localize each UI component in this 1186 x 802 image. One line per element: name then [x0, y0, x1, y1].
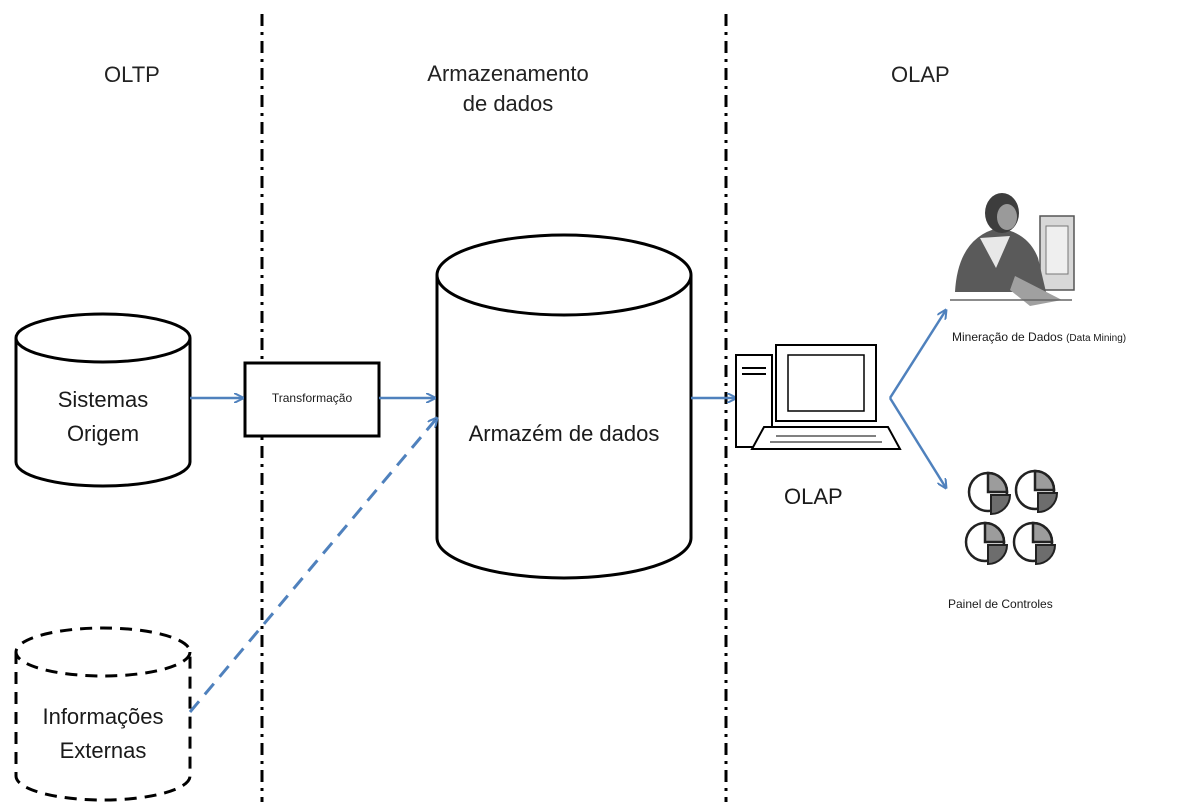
arrow-external-to-warehouse [188, 418, 437, 713]
arrow-olap-to-mining [888, 310, 946, 399]
section-olap-heading: OLAP [891, 62, 950, 87]
transform-label: Transformação [271, 391, 353, 405]
source-systems-label: Sistemas Origem [16, 383, 190, 451]
source-systems-line1: Sistemas [57, 387, 149, 412]
person-at-computer-icon [950, 193, 1075, 306]
section-storage-line1: Armazenamento [427, 61, 589, 86]
transform-box [243, 361, 381, 438]
computer-icon [735, 344, 902, 450]
section-oltp-heading: OLTP [104, 62, 160, 87]
source-systems-cylinder [14, 312, 192, 488]
olap-client-label: OLAP [784, 484, 843, 509]
dashboard-label: Painel de Controles [948, 597, 1053, 611]
arrow-olap-to-dashboard [888, 397, 946, 488]
section-storage-line2: de dados [462, 91, 554, 116]
external-info-line2: Externas [59, 738, 147, 763]
pie-charts-icon [964, 469, 1059, 566]
external-info-line1: Informações [42, 704, 164, 729]
source-systems-line2: Origem [66, 421, 140, 446]
data-mining-note: (Data Mining) [1066, 333, 1127, 344]
warehouse-label: Armazém de dados [468, 421, 660, 446]
external-info-label: Informações Externas [16, 700, 190, 768]
data-mining-title: Mineração de Dados [952, 330, 1063, 344]
external-info-cylinder [14, 626, 192, 802]
warehouse-cylinder [435, 233, 693, 580]
section-storage-heading: Armazenamento de dados [396, 59, 620, 119]
data-mining-label: Mineração de Dados (Data Mining) [952, 330, 1126, 344]
